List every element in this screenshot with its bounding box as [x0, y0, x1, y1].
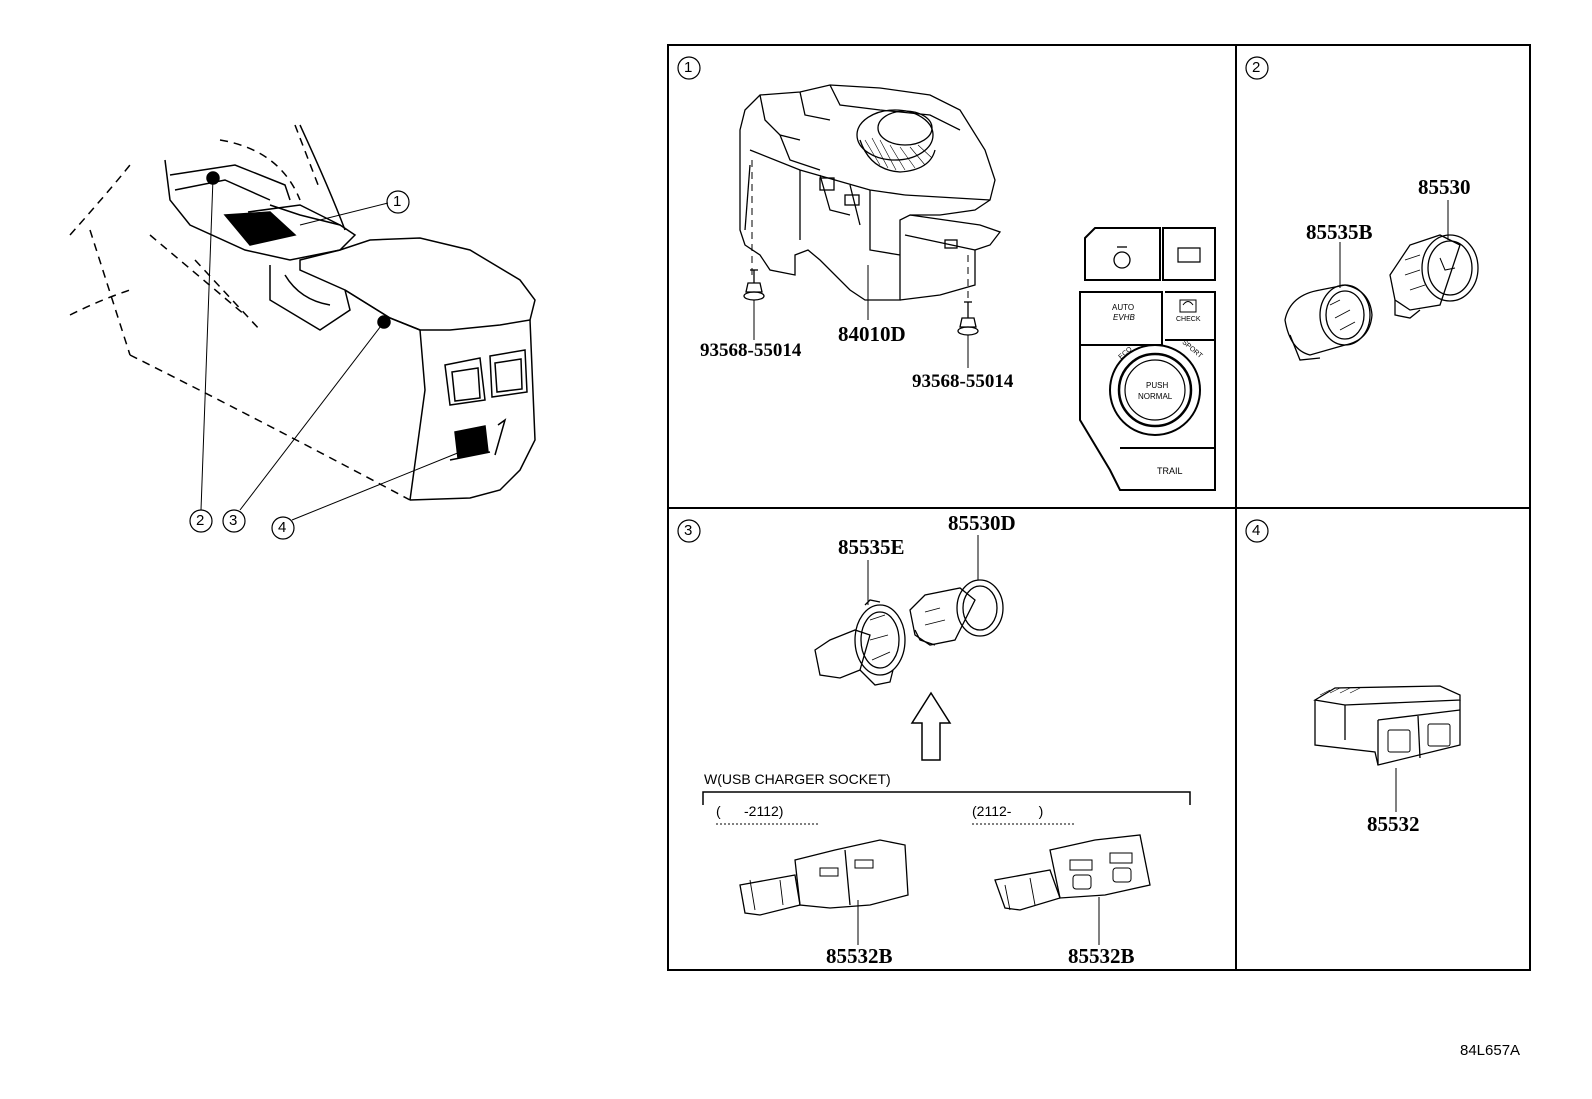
- switch-normal-label: NORMAL: [1138, 392, 1173, 401]
- switch-auto-label: AUTO: [1112, 303, 1135, 312]
- part-number-85535b[interactable]: 85535B: [1306, 220, 1373, 244]
- callout-4-label: 4: [278, 519, 287, 536]
- arrow-up: [910, 691, 952, 761]
- switch-face-drawing: [1079, 227, 1216, 491]
- switch-trail-label: TRAIL: [1157, 466, 1183, 476]
- part-number-84010d[interactable]: 84010D: [838, 322, 906, 346]
- outlet-cover-85535b-drawing: [1284, 242, 1373, 361]
- part-number-85530[interactable]: 85530: [1418, 175, 1471, 199]
- range-after-2112: (2112- ): [972, 803, 1044, 819]
- figure-code: 84L657A: [1460, 1042, 1521, 1059]
- panel-marker-2: [1245, 56, 1269, 80]
- panel-marker-3: [677, 519, 701, 543]
- screw-right: [957, 301, 979, 368]
- switch-assembly-drawing: [739, 84, 1002, 301]
- outlet-socket-85530-drawing: [1389, 200, 1479, 319]
- panel-marker-4: [1245, 519, 1269, 543]
- callout-4: [271, 516, 295, 540]
- callout-3: [222, 509, 246, 533]
- panel-marker-1: [677, 56, 701, 80]
- callout-2: [189, 509, 213, 533]
- switch-sport-label: SPORT: [1180, 339, 1204, 360]
- console-overview: [69, 124, 536, 521]
- callout-2-label: 2: [196, 512, 205, 529]
- callout-1: [386, 190, 410, 214]
- switch-check-label: CHECK: [1176, 316, 1201, 323]
- panel-frame: [667, 44, 1531, 971]
- callout-3-label: 3: [229, 512, 238, 529]
- outlet-socket-85530d-drawing: [909, 535, 1004, 646]
- panel-3-marker-label: 3: [684, 522, 693, 539]
- range-before-2112: ( -2112): [716, 803, 784, 819]
- part-number-85532b-left[interactable]: 85532B: [826, 944, 893, 968]
- screw-left: [743, 269, 765, 340]
- panel-2-marker-label: 2: [1252, 59, 1261, 76]
- usb-charger-right-drawing: [994, 834, 1151, 945]
- switch-eco-label: ECO: [1117, 345, 1134, 362]
- outlet-cover-85535e-drawing: [814, 560, 906, 686]
- callout-1-label: 1: [393, 193, 402, 210]
- usb-charger-left-drawing: [739, 839, 909, 945]
- switch-hold-label: EVHB: [1113, 313, 1135, 322]
- panel-1-marker-label: 1: [684, 59, 693, 76]
- condition-bracket: [702, 791, 1191, 825]
- panel-4-marker-label: 4: [1252, 522, 1261, 539]
- part-number-85532[interactable]: 85532: [1367, 812, 1420, 836]
- usb-condition-label: W(USB CHARGER SOCKET): [704, 771, 891, 787]
- usb-charger-85532-drawing: [1313, 685, 1461, 812]
- part-number-85530d[interactable]: 85530D: [948, 511, 1016, 535]
- part-number-93568-right[interactable]: 93568-55014: [912, 371, 1014, 392]
- switch-push-label: PUSH: [1146, 381, 1169, 390]
- part-number-85532b-right[interactable]: 85532B: [1068, 944, 1135, 968]
- part-number-85535e[interactable]: 85535E: [838, 535, 905, 559]
- part-number-93568-left[interactable]: 93568-55014: [700, 340, 802, 361]
